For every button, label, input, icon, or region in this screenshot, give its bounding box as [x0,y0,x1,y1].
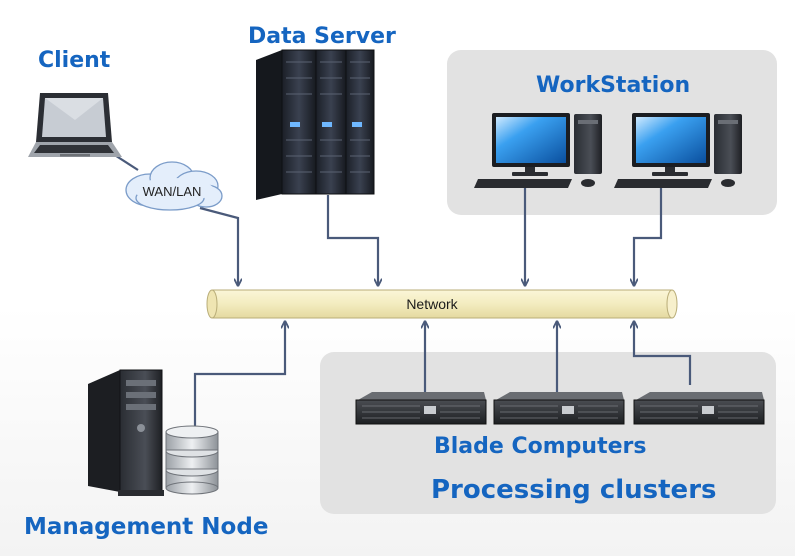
cloud-to-network-connector [199,206,238,285]
wan-lan-label: WAN/LAN [143,184,202,199]
blade-3-to-network-connector [634,322,692,385]
blade-computer-3-icon [633,392,765,425]
management-node-label: Management Node [24,514,269,540]
management-to-network-connector [193,322,285,430]
data-server-rack-icon [256,49,375,200]
workstation-2-icon [614,113,742,188]
client-label: Client [38,48,111,73]
blade-computers-label: Blade Computers [434,434,647,459]
connectors [109,151,692,430]
network-label: Network [406,296,458,312]
data-server-label: Data Server [248,24,396,49]
workstation-1-icon [474,113,602,188]
workstation-2-to-network-connector [634,185,663,285]
workstation-label: WorkStation [536,73,691,98]
processing-clusters-label: Processing clusters [431,475,717,505]
blade-computer-1-icon [355,392,487,425]
blade-computer-2-icon [493,392,625,425]
client-laptop-icon [28,93,122,157]
database-icon [165,425,219,495]
network-bus [206,289,678,319]
processing-clusters-panel [320,352,776,514]
data-server-to-network-connector [326,195,378,285]
management-tower-icon [88,369,164,496]
